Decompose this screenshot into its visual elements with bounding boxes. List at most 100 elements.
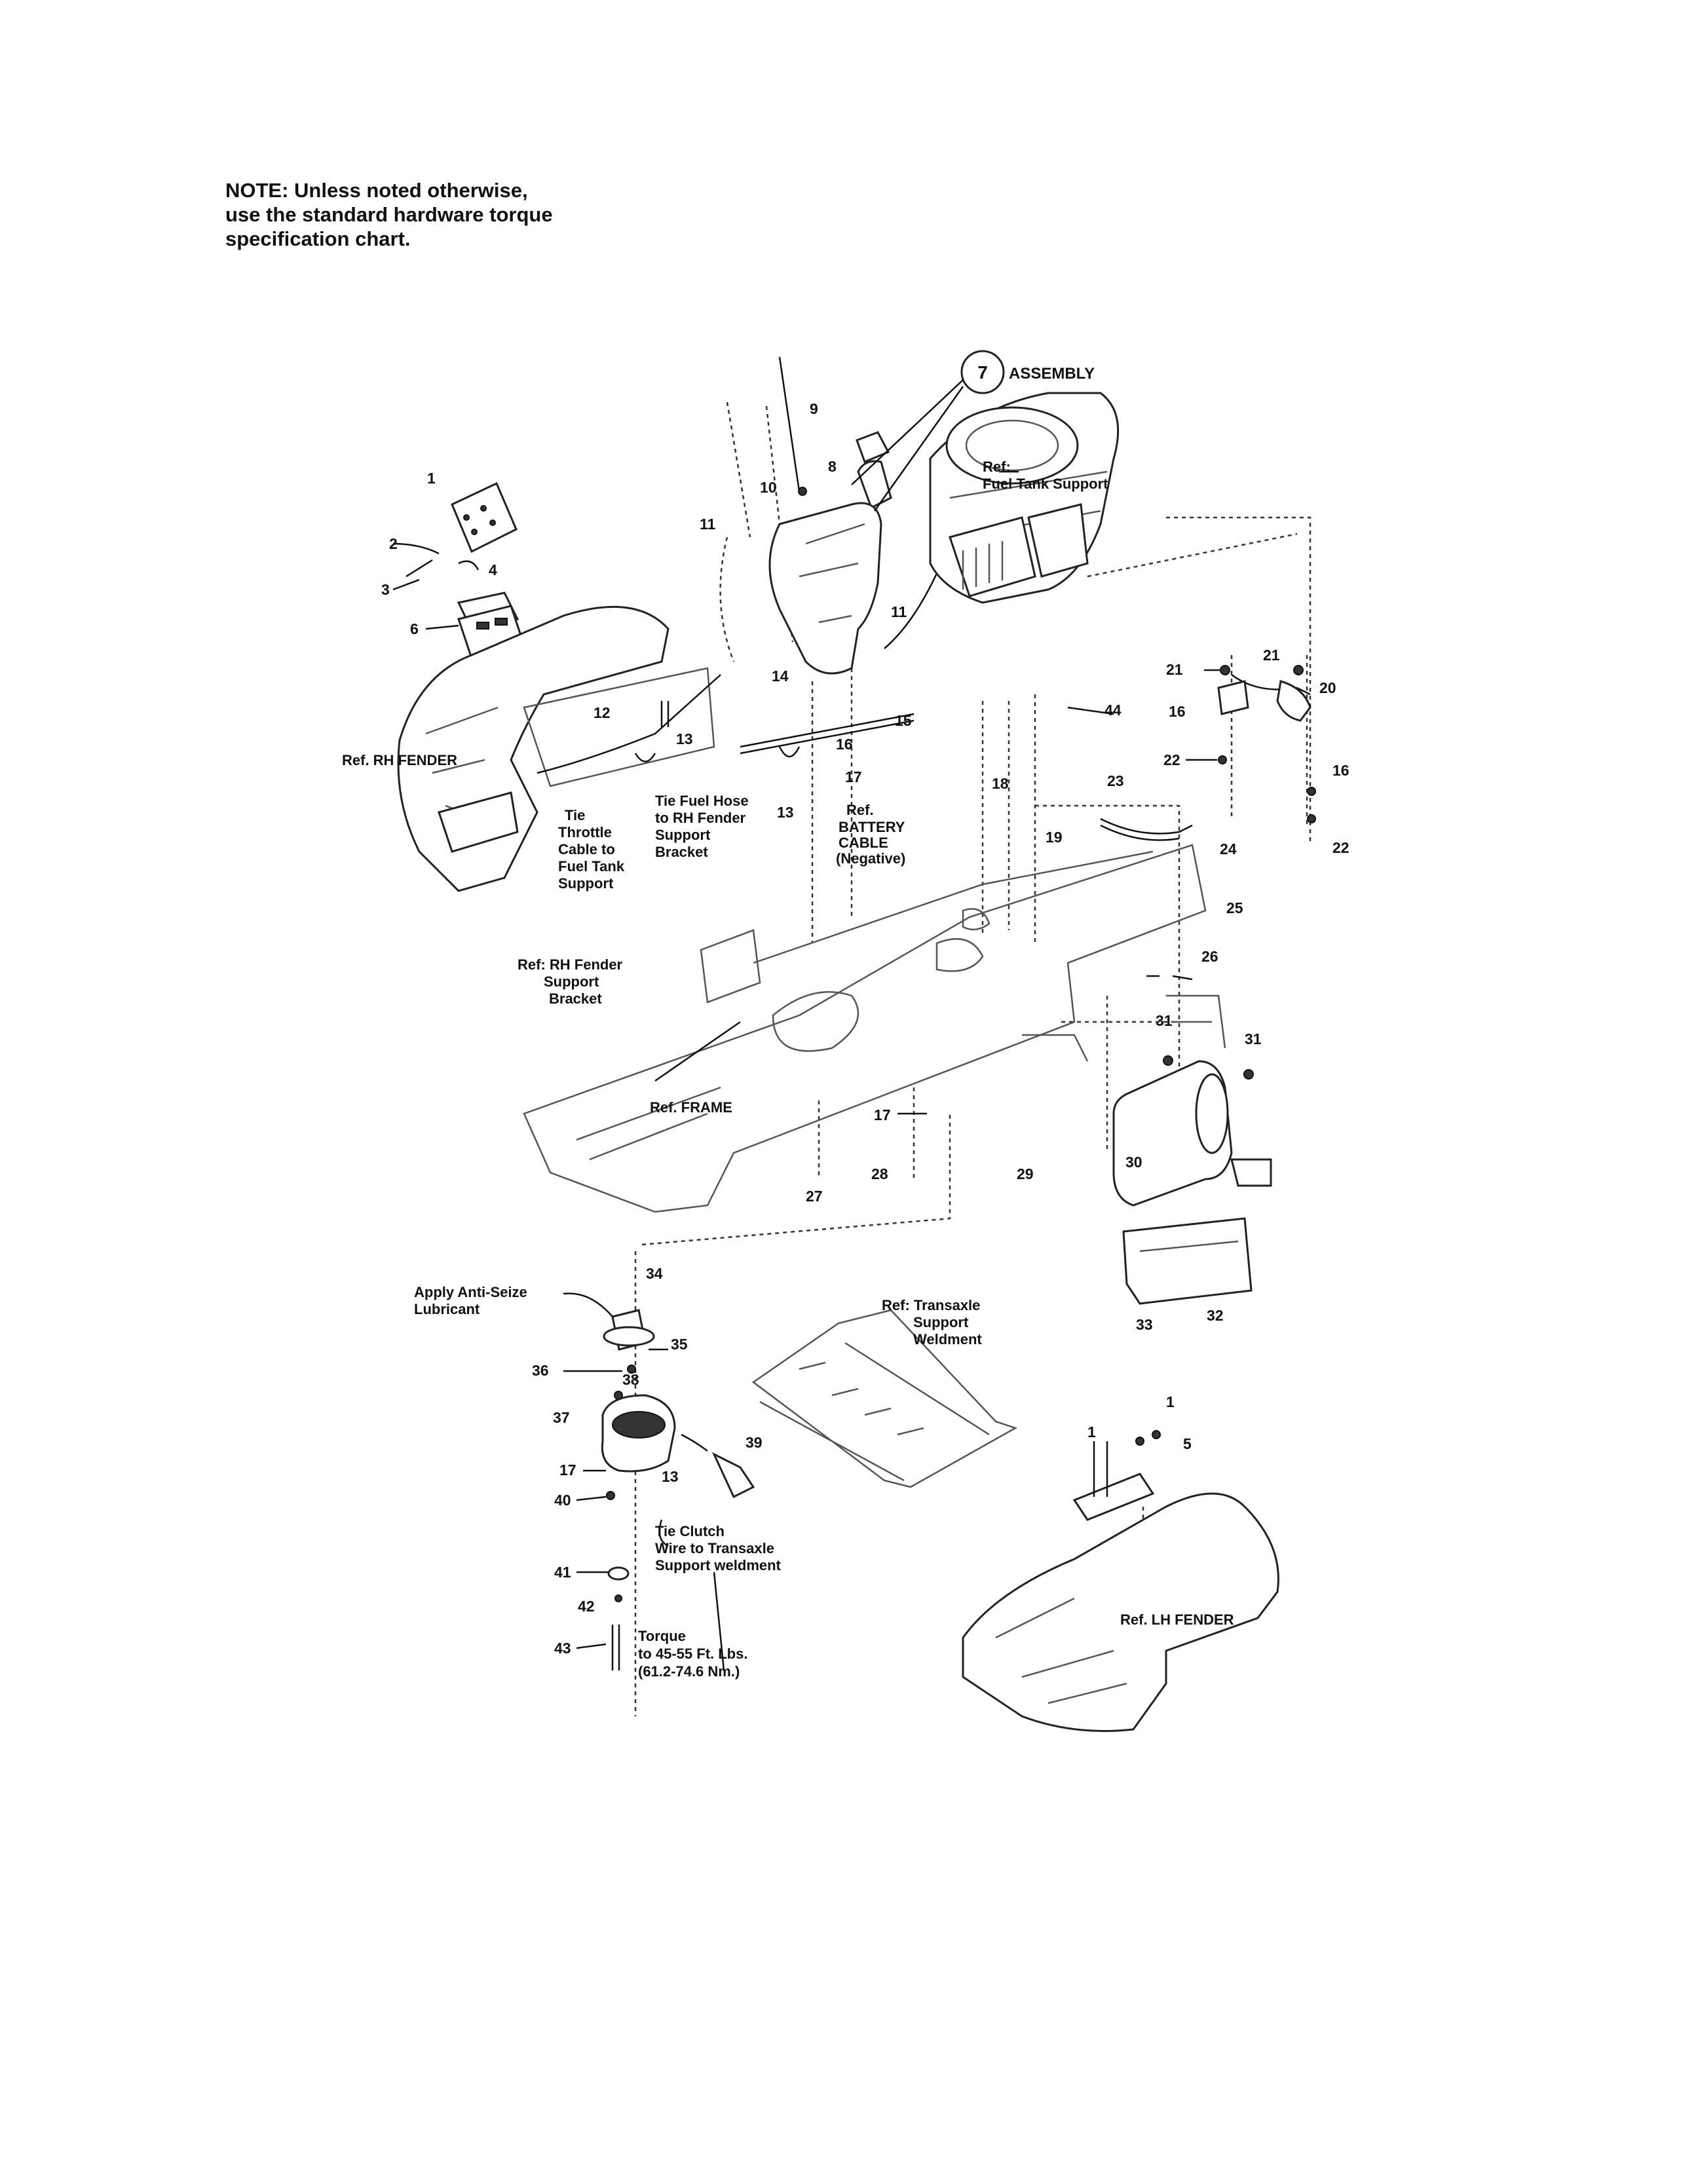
label-apply-anti-seize-2: Lubricant [414,1301,480,1317]
callout: 13 [662,1468,679,1485]
battery-cable [1100,818,1193,841]
engine [929,392,1120,604]
label-ref-transaxle-1: Ref: Transaxle [882,1297,980,1313]
label-ref-lh-fender: Ref. LH FENDER [1120,1611,1234,1628]
clutch-stack [601,1309,755,1670]
label-tie-fuel-hose-2: to RH Fender [655,810,746,826]
callout: 6 [410,620,419,637]
label-tie-throttle-2: Throttle [558,824,612,840]
label-ref-battery-cable-3: CABLE [839,835,888,851]
leader-lines [392,470,1220,1671]
callout: 29 [1017,1165,1034,1182]
callout: 10 [760,479,777,496]
label-ref-transaxle-3: Weldment [913,1331,982,1347]
label-ref-fuel-tank-support-1: Ref: [983,459,1011,475]
callout: 22 [1163,751,1180,768]
callout: 3 [381,581,390,598]
callout: 17 [845,768,862,785]
callout: 40 [554,1492,571,1509]
rh-fender [397,605,715,892]
note-line-2: use the standard hardware torque [225,203,553,226]
label-ref-battery-cable-2: BATTERY [839,819,905,835]
assembly-marker: 7 ASSEMBLY [851,350,1095,512]
label-ref-rh-fender-bracket-2: Support [544,973,599,990]
callouts: 1 2 3 4 6 8 9 10 11 11 12 13 13 14 15 16… [381,400,1349,1657]
callout: 8 [828,458,837,475]
callout: 4 [489,561,497,578]
label-tie-throttle-1: Tie [565,807,585,823]
callout: 41 [554,1564,571,1581]
text-labels: Ref: Fuel Tank Support Ref. RH FENDER Ti… [342,459,1234,1680]
callout: 13 [676,730,693,747]
label-ref-fuel-tank-support-2: Fuel Tank Support [983,476,1108,492]
label-torque-2: to 45-55 Ft. Lbs. [638,1646,747,1662]
assembly-label: ASSEMBLY [1009,365,1095,383]
label-tie-throttle-4: Fuel Tank [558,858,625,875]
callout: 33 [1136,1316,1153,1333]
guide-lines [634,402,1311,1716]
callout: 31 [1156,1012,1173,1029]
assembly-number: 7 [977,362,988,383]
label-ref-rh-fender-bracket-1: Ref: RH Fender [518,956,623,973]
callout: 22 [1332,839,1349,856]
callout: 43 [554,1640,571,1657]
label-tie-throttle-3: Cable to [558,841,615,857]
bracket-stack-left [406,481,525,660]
frame [523,844,1226,1213]
lh-fender [962,1430,1279,1732]
label-ref-rh-fender: Ref. RH FENDER [342,752,457,768]
callout: 39 [745,1434,763,1451]
callout: 16 [836,736,853,753]
callout: 25 [1226,899,1243,916]
callout: 38 [622,1371,639,1388]
callout: 12 [594,704,611,721]
label-tie-fuel-hose-3: Support [655,827,711,843]
callout: 1 [1166,1393,1175,1410]
right-bracket [1217,665,1316,823]
label-apply-anti-seize-1: Apply Anti-Seize [414,1284,527,1300]
callout: 19 [1046,829,1063,846]
callout: 32 [1207,1307,1224,1324]
label-tie-fuel-hose-1: Tie Fuel Hose [655,793,749,809]
callout: 36 [532,1362,549,1379]
callout: 35 [671,1336,688,1353]
callout: 5 [1183,1435,1192,1452]
callout: 37 [553,1409,570,1426]
callout: 15 [895,712,912,729]
callout: 11 [891,603,907,620]
label-ref-rh-fender-bracket-3: Bracket [549,990,602,1007]
label-torque-1: Torque [638,1628,686,1644]
callout: 27 [806,1188,823,1205]
callout: 17 [559,1461,576,1478]
label-torque-3: (61.2-74.6 Nm.) [638,1663,740,1680]
transaxle-weldment [751,1309,1018,1488]
callout: 1 [427,470,436,487]
callout: 24 [1220,840,1237,857]
callout: 16 [1332,762,1349,779]
callout: 26 [1201,948,1218,965]
callout: 31 [1245,1030,1262,1047]
muffler [1112,1055,1272,1305]
callout: 23 [1107,772,1124,789]
label-tie-clutch-1: Tie Clutch [655,1523,725,1539]
callout: 34 [646,1265,663,1282]
callout: 18 [992,775,1009,792]
label-ref-transaxle-2: Support [913,1314,969,1330]
callout: 13 [777,804,794,821]
callout: 21 [1166,661,1183,678]
throttle-cable [537,674,801,774]
label-tie-throttle-5: Support [558,875,614,892]
label-ref-battery-cable-4: (Negative) [836,850,905,867]
note-text: NOTE: Unless noted otherwise, use the st… [225,178,592,251]
label-tie-fuel-hose-4: Bracket [655,844,708,860]
note-line-1: NOTE: Unless noted otherwise, [225,179,528,202]
note-line-3: specification chart. [225,227,411,250]
callout: 30 [1125,1154,1142,1171]
callout: 16 [1169,703,1186,720]
callout: 20 [1319,679,1336,696]
callout: 2 [389,535,398,552]
label-ref-frame: Ref. FRAME [650,1099,732,1116]
callout: 17 [874,1106,891,1123]
callout: 1 [1087,1423,1096,1440]
